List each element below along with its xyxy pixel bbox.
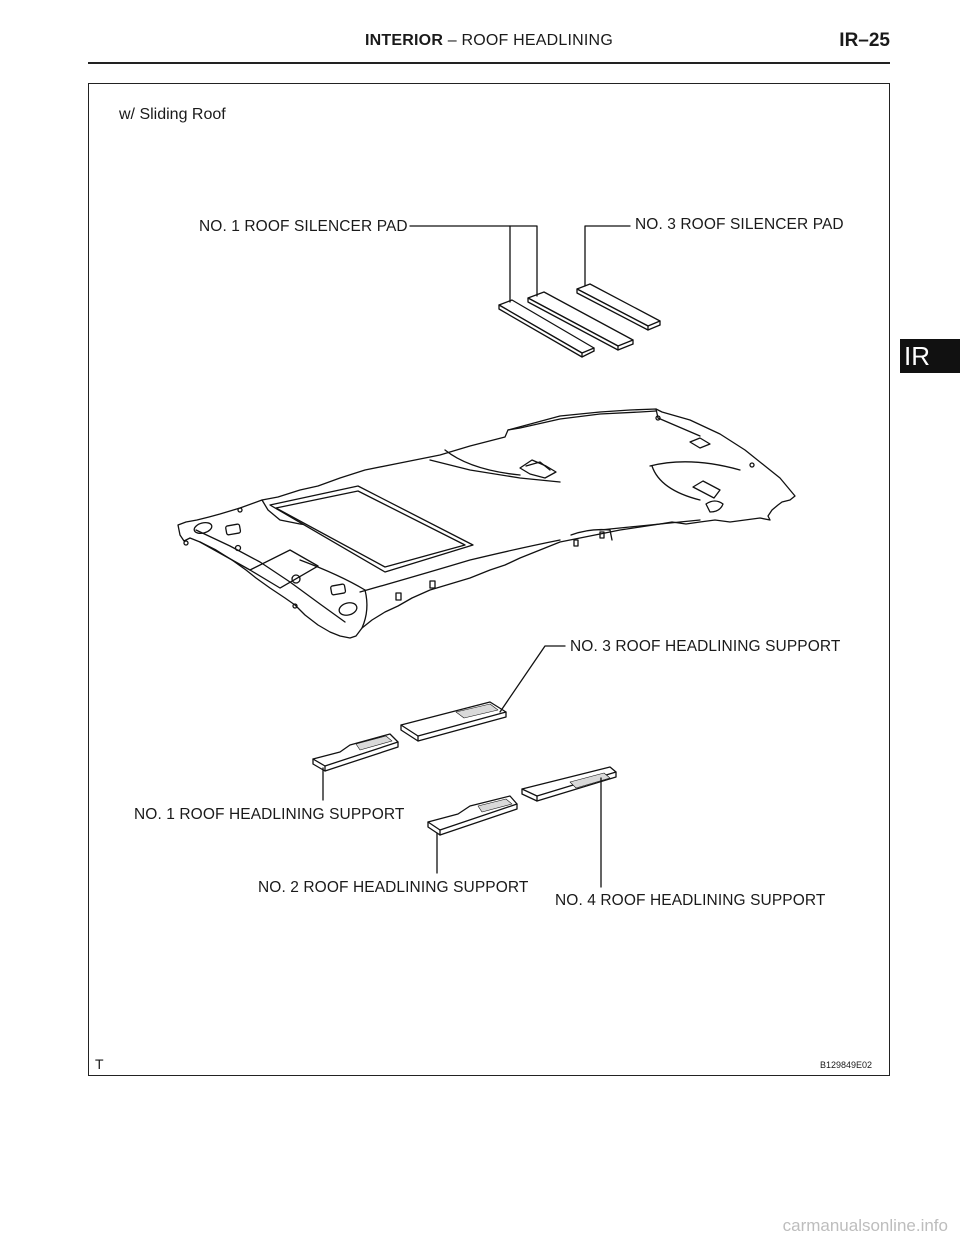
silencer-pad-no1 [498, 299, 595, 358]
label-no1-roof-headlining-support: NO. 1 ROOF HEADLINING SUPPORT [134, 806, 405, 823]
header-subject: ROOF HEADLINING [461, 32, 613, 49]
figure-frame [88, 83, 890, 1076]
watermark: carmanualsonline.info [782, 1216, 948, 1235]
header-separator: – [447, 32, 457, 49]
section-tab: IR [900, 339, 960, 373]
label-no3-roof-silencer-pad: NO. 3 ROOF SILENCER PAD [635, 216, 844, 233]
figure-code: B129849E02 [820, 1060, 873, 1070]
variant-label: w/ Sliding Roof [119, 106, 226, 123]
silencer-pad-leaders [409, 225, 631, 303]
silencer-pad-no2 [527, 291, 634, 351]
label-no3-roof-headlining-support: NO. 3 ROOF HEADLINING SUPPORT [570, 638, 841, 655]
label-no4-roof-headlining-support: NO. 4 ROOF HEADLINING SUPPORT [555, 892, 826, 909]
header-title: INTERIOR – ROOF HEADLINING [88, 32, 890, 50]
support-leaders [322, 645, 602, 888]
headlining-support-no2 [427, 795, 518, 836]
header-section: INTERIOR [365, 32, 444, 49]
page-number: IR–25 [839, 30, 890, 51]
headlining-support-no3 [400, 701, 507, 742]
headlining-support-no4 [521, 766, 617, 802]
figure-corner-mark: T [95, 1056, 104, 1072]
label-no1-roof-silencer-pad: NO. 1 ROOF SILENCER PAD [199, 218, 408, 235]
roof-headlining-panel [177, 408, 796, 639]
page-header: INTERIOR – ROOF HEADLINING IR–25 [88, 30, 890, 64]
label-no2-roof-headlining-support: NO. 2 ROOF HEADLINING SUPPORT [258, 879, 529, 896]
silencer-pad-no3 [576, 283, 661, 331]
headlining-support-no1 [312, 733, 399, 772]
